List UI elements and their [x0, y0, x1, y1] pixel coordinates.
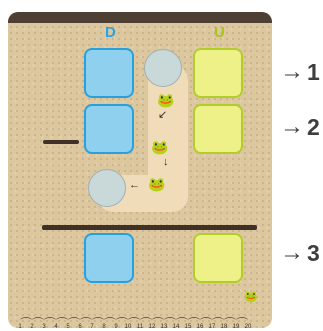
ruler-tick-16: 16: [196, 324, 204, 328]
ruler-tick-7: 7: [90, 324, 94, 328]
number-line: 1 2 3 4 5 6 7 8 9 10 11 12 13 14 15 16 1…: [18, 314, 272, 328]
place-value-board: D U 🐸 ↙ 🐸 ↓ ← 🐸 🐸 1 2 3: [8, 12, 272, 328]
ruler-tick-13: 13: [160, 324, 168, 328]
units-box-row2[interactable]: [193, 104, 243, 154]
minus-sign: [43, 140, 79, 144]
frog-icon: 🐸: [157, 92, 175, 108]
jump-arc: [44, 317, 56, 324]
ruler-tick-5: 5: [66, 324, 70, 328]
frog-start-circle: [144, 49, 182, 87]
jump-arc: [236, 317, 248, 324]
ruler-tick-2: 2: [30, 324, 34, 328]
ruler-tick-14: 14: [172, 324, 180, 328]
ruler-tick-20: 20: [244, 324, 252, 328]
column-header-tens: D: [105, 24, 116, 41]
jump-arc: [56, 317, 68, 324]
jump-arc: [164, 317, 176, 324]
jump-arc: [224, 317, 236, 324]
arrow-right-icon: →: [280, 113, 304, 140]
frog-icon: 🐸: [148, 176, 166, 192]
frog-icon: 🐸: [151, 139, 169, 155]
jump-arc: [176, 317, 188, 324]
tens-box-row2[interactable]: [84, 104, 134, 154]
jump-arc: [92, 317, 104, 324]
ruler-tick-1: 1: [18, 324, 22, 328]
row-label-1: 1: [307, 59, 320, 85]
result-line: [42, 225, 257, 230]
arrow-right-icon: →: [280, 239, 304, 266]
board-header-bar: [8, 12, 272, 23]
ruler-tick-11: 11: [136, 324, 144, 328]
jump-arc: [200, 317, 212, 324]
jump-arc: [116, 317, 128, 324]
ruler-tick-10: 10: [124, 324, 132, 328]
arrow-down-icon: ↙: [158, 109, 168, 121]
ruler-tick-19: 19: [232, 324, 240, 328]
ruler-tick-9: 9: [114, 324, 118, 328]
units-box-row1[interactable]: [193, 48, 243, 98]
jump-arc: [20, 317, 32, 324]
frog-end-circle: [88, 169, 126, 207]
jump-arc: [188, 317, 200, 324]
units-box-row3[interactable]: [193, 233, 243, 283]
jump-arc: [32, 317, 44, 324]
ruler-tick-8: 8: [102, 324, 106, 328]
ruler-tick-6: 6: [78, 324, 82, 328]
ruler-tick-18: 18: [220, 324, 228, 328]
ruler-tick-15: 15: [184, 324, 192, 328]
arrow-down-icon: ↓: [163, 156, 169, 168]
tens-box-row3[interactable]: [84, 233, 134, 283]
arrow-left-icon: ←: [129, 179, 140, 191]
jump-arc: [212, 317, 224, 324]
jump-arc: [80, 317, 92, 324]
row-label-2: 2: [307, 114, 320, 140]
jump-arc: [152, 317, 164, 324]
ruler-tick-17: 17: [208, 324, 216, 328]
ruler-tick-12: 12: [148, 324, 156, 328]
ruler-tick-3: 3: [42, 324, 46, 328]
row-label-3: 3: [307, 240, 320, 266]
column-header-units: U: [214, 24, 225, 41]
frog-icon: 🐸: [244, 291, 258, 303]
arrow-right-icon: →: [280, 58, 304, 85]
jump-arc: [140, 317, 152, 324]
jump-arc: [104, 317, 116, 324]
ruler-tick-4: 4: [54, 324, 58, 328]
jump-arc: [68, 317, 80, 324]
jump-arc: [128, 317, 140, 324]
tens-box-row1[interactable]: [84, 48, 134, 98]
